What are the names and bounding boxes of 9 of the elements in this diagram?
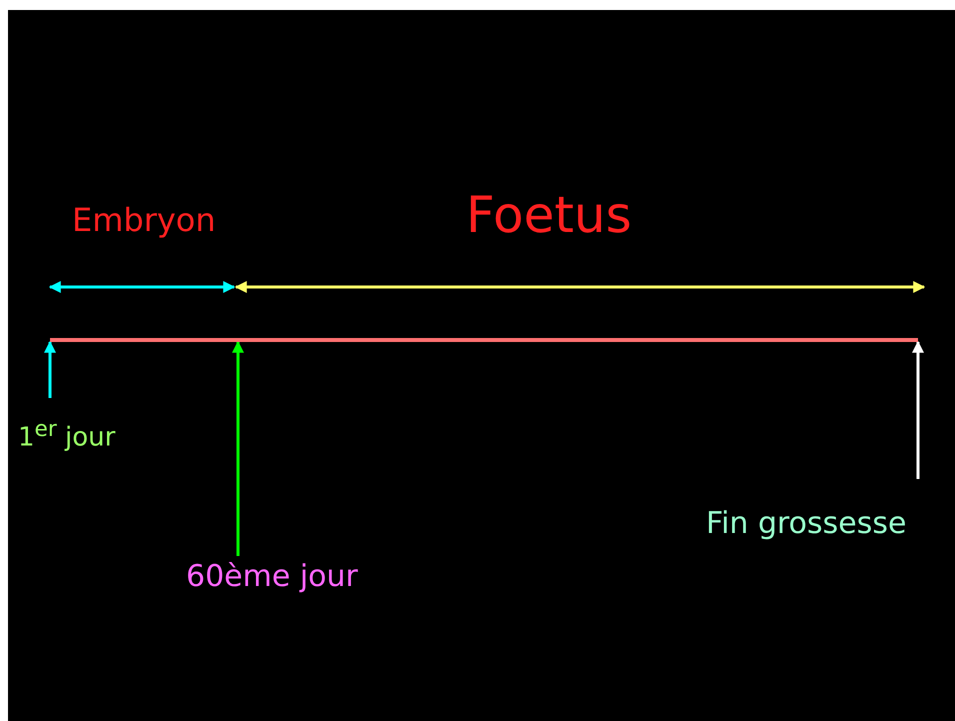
arrow bbox=[232, 340, 244, 556]
period-label: Embryon bbox=[72, 203, 216, 238]
date-label: 60ème jour bbox=[186, 560, 358, 593]
timeline-bar bbox=[50, 338, 918, 342]
arrow bbox=[44, 340, 56, 398]
arrow bbox=[912, 340, 924, 479]
date-label: Fin grossesse bbox=[706, 507, 906, 540]
period-label: Foetus bbox=[466, 188, 632, 243]
date-label: 1$^{er}$ jour bbox=[18, 418, 116, 452]
